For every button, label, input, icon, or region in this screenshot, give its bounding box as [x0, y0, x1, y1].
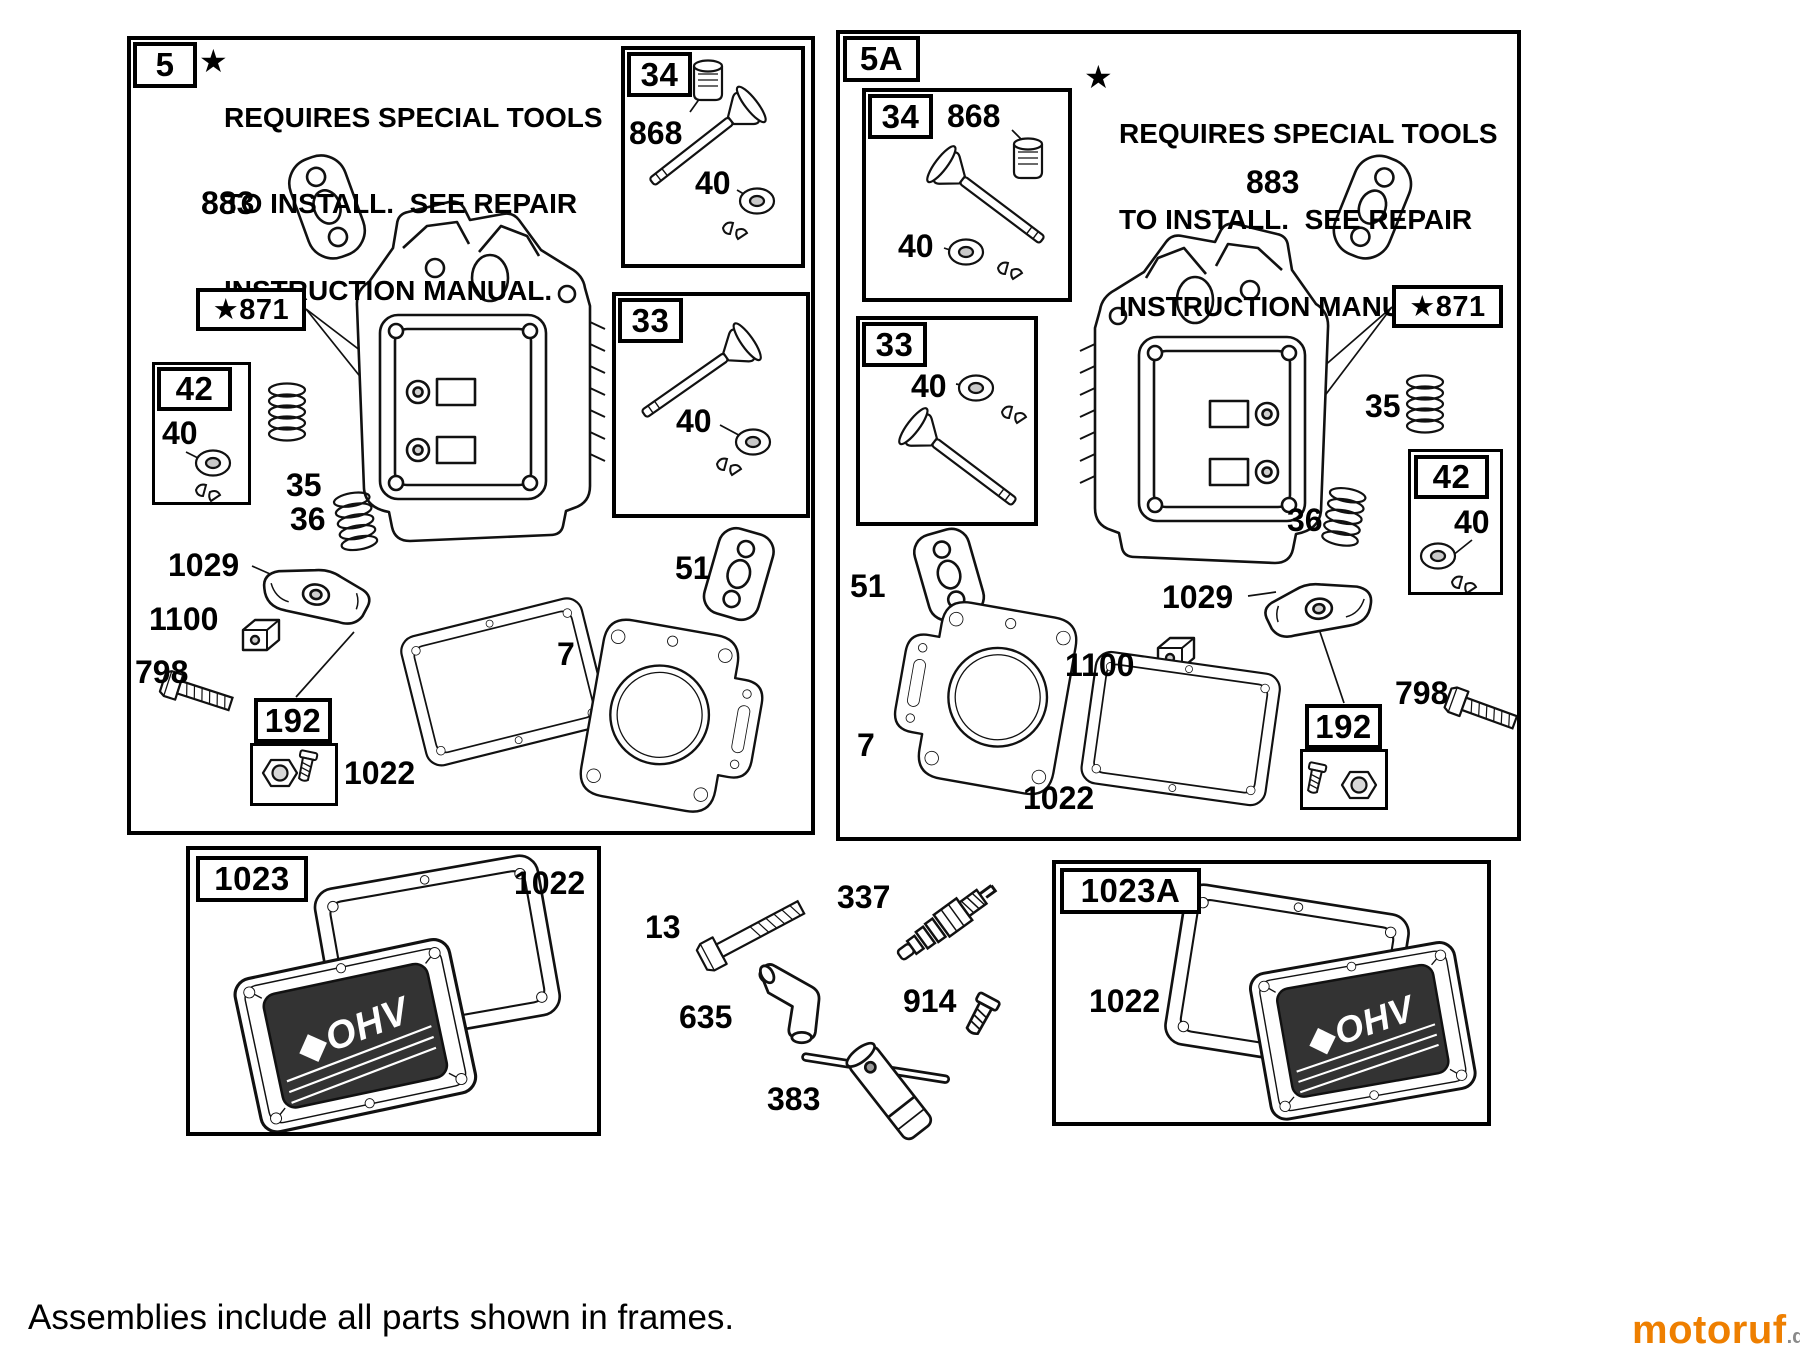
part-label-40-42-left: 40	[162, 415, 198, 451]
assembly-frame-5	[127, 36, 815, 835]
part-label-1022-1023a: 1022	[1089, 983, 1161, 1019]
part-label-1022-left: 1022	[344, 755, 416, 791]
frame-label-34-right: 34	[868, 94, 933, 139]
special-tools-star-right: ★	[1084, 59, 1113, 95]
frame-label-1023a: 1023A	[1060, 868, 1201, 914]
subframe-34-left	[621, 46, 805, 268]
frame-label-42-left: 42	[157, 367, 232, 411]
assembly-frame-5a	[836, 30, 1521, 841]
part-label-36-left: 36	[290, 501, 326, 537]
frame-label-1023: 1023	[196, 856, 308, 902]
frame-label-192-left: 192	[254, 698, 332, 743]
part-label-337: 337	[837, 879, 891, 915]
notice-line-1: REQUIRES SPECIAL TOOLS	[1119, 117, 1498, 149]
notice-line-1: REQUIRES SPECIAL TOOLS	[224, 101, 603, 133]
part-label-1022-1023: 1022	[514, 865, 586, 901]
frame-label-42-right: 42	[1414, 455, 1489, 499]
special-tools-notice-left: REQUIRES SPECIAL TOOLS TO INSTALL. SEE R…	[224, 46, 603, 334]
subframe-192-right	[1300, 749, 1388, 810]
part-label-40-33-left: 40	[676, 403, 712, 439]
part-label-1100-right: 1100	[1065, 647, 1135, 683]
part-label-914: 914	[903, 983, 957, 1019]
frame-label-192-right: 192	[1305, 704, 1382, 749]
frame-label-33-right: 33	[862, 322, 927, 367]
frame-label-871-right: ★871	[1392, 285, 1503, 328]
spark-plug-wrench-drawing-383	[800, 1037, 951, 1144]
part-label-883-right: 883	[1246, 164, 1300, 200]
bolt-drawing-13	[693, 893, 810, 975]
special-tools-star-left: ★	[199, 43, 228, 79]
part-label-40-34-left: 40	[695, 165, 731, 201]
subframe-34-right	[862, 88, 1072, 302]
part-label-1029-left: 1029	[168, 547, 240, 583]
assembly-frame-1023	[186, 846, 601, 1136]
part-label-868-left: 868	[629, 115, 683, 151]
notice-line-2: TO INSTALL. SEE REPAIR	[224, 188, 578, 220]
part-label-7-right: 7	[857, 727, 875, 763]
part-label-383: 383	[767, 1081, 821, 1117]
frame-label-871-left: ★871	[196, 288, 306, 331]
watermark-logo: motoruf.de	[1632, 1308, 1800, 1353]
watermark-brand: motoruf	[1632, 1308, 1787, 1352]
part-label-51-right: 51	[850, 568, 886, 604]
part-label-13: 13	[645, 909, 681, 945]
part-label-798-left: 798	[135, 654, 189, 690]
subframe-42-right	[1408, 449, 1503, 595]
special-tools-notice-right: REQUIRES SPECIAL TOOLS TO INSTALL. SEE R…	[1119, 62, 1498, 350]
part-label-51-left: 51	[675, 550, 711, 586]
part-label-635: 635	[679, 999, 733, 1035]
part-label-40-34-right: 40	[898, 228, 934, 264]
frame-label-33-left: 33	[618, 298, 683, 343]
part-label-7-left: 7	[557, 636, 575, 672]
part-label-1022-right: 1022	[1023, 780, 1095, 816]
part-label-35-right: 35	[1365, 388, 1401, 424]
part-label-40-42-right: 40	[1454, 504, 1490, 540]
subframe-33-right	[856, 316, 1038, 526]
frame-label-5a: 5A	[843, 36, 920, 82]
frame-label-5: 5	[133, 42, 197, 88]
part-label-35-left: 35	[286, 467, 322, 503]
part-label-1029-right: 1029	[1162, 579, 1234, 615]
subframe-42-left	[152, 362, 251, 505]
watermark-tld: .de	[1786, 1326, 1800, 1348]
part-label-883-left: 883	[201, 185, 255, 221]
part-label-1100-left: 1100	[149, 601, 219, 637]
notice-line-3: INSTRUCTION MANUAL.	[1119, 290, 1448, 322]
assembly-frame-1023a	[1052, 860, 1491, 1126]
part-label-36-right: 36	[1287, 502, 1323, 538]
spark-plug-drawing-337	[890, 875, 1003, 969]
notice-line-2: TO INSTALL. SEE REPAIR	[1119, 204, 1473, 236]
breather-elbow-drawing-635	[756, 962, 821, 1045]
subframe-192-left	[250, 743, 338, 806]
screw-drawing-914	[959, 990, 1002, 1040]
part-label-868-right: 868	[947, 98, 1001, 134]
frame-label-34-left: 34	[627, 52, 692, 97]
part-label-798-right: 798	[1395, 675, 1449, 711]
subframe-33-left	[612, 292, 810, 518]
part-label-40-33-right: 40	[911, 368, 947, 404]
assemblies-note: Assemblies include all parts shown in fr…	[28, 1298, 735, 1337]
